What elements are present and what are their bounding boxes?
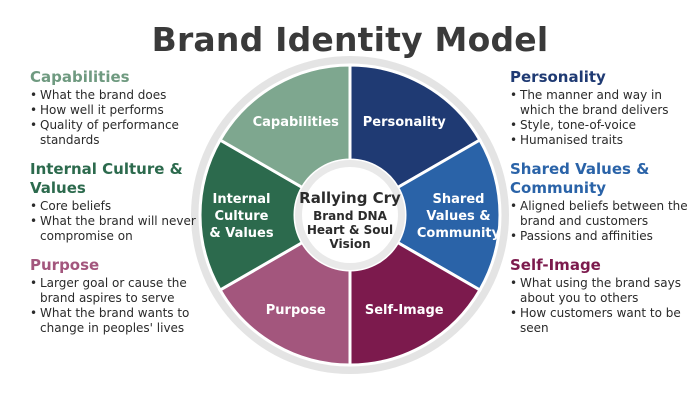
page-title: Brand Identity Model — [151, 20, 549, 59]
purpose-bullet: What the brand wants to change in people… — [30, 306, 220, 336]
wheel-label-purpose: Purpose — [266, 303, 326, 318]
shared-values-bullet: Aligned beliefs between the brand and cu… — [510, 199, 700, 229]
internal-culture-section: Internal Culture & Values Core beliefs W… — [30, 160, 220, 244]
internal-culture-heading: Internal Culture & Values — [30, 160, 183, 197]
purpose-heading: Purpose — [30, 256, 100, 274]
wheel-label-personality: Personality — [363, 115, 447, 130]
personality-heading: Personality — [510, 68, 606, 86]
internal-culture-bullet: What the brand will never compromise on — [30, 214, 220, 244]
self-image-bullet: How customers want to be seen — [510, 306, 700, 336]
capabilities-bullet: Quality of performance standards — [30, 118, 220, 148]
self-image-section: Self-Image What using the brand says abo… — [510, 256, 700, 336]
personality-bullet: The manner and way in which the brand de… — [510, 88, 700, 118]
self-image-heading: Self-Image — [510, 256, 601, 274]
shared-values-bullet: Passions and affinities — [510, 229, 700, 244]
capabilities-bullet: How well it performs — [30, 103, 220, 118]
capabilities-bullet: What the brand does — [30, 88, 220, 103]
self-image-bullet: What using the brand says about you to o… — [510, 276, 700, 306]
purpose-section: Purpose Larger goal or cause the brand a… — [30, 256, 220, 336]
center-title: Rallying Cry — [299, 189, 401, 207]
capabilities-heading: Capabilities — [30, 68, 130, 86]
personality-section: Personality The manner and way in which … — [510, 68, 700, 148]
purpose-bullet: Larger goal or cause the brand aspires t… — [30, 276, 220, 306]
personality-bullet: Humanised traits — [510, 133, 700, 148]
shared-values-heading: Shared Values & Community — [510, 160, 650, 197]
personality-bullet: Style, tone-of-voice — [510, 118, 700, 133]
capabilities-section: Capabilities What the brand does How wel… — [30, 68, 220, 148]
center-line: Brand DNA — [313, 209, 387, 223]
center-line: Heart & Soul — [307, 223, 393, 237]
shared-values-section: Shared Values & Community Aligned belief… — [510, 160, 700, 244]
internal-culture-bullet: Core beliefs — [30, 199, 220, 214]
center-line: Vision — [329, 237, 370, 251]
wheel-label-capabilities: Capabilities — [253, 115, 340, 130]
wheel-label-self-image: Self-Image — [365, 303, 444, 318]
wheel-center — [302, 167, 398, 263]
